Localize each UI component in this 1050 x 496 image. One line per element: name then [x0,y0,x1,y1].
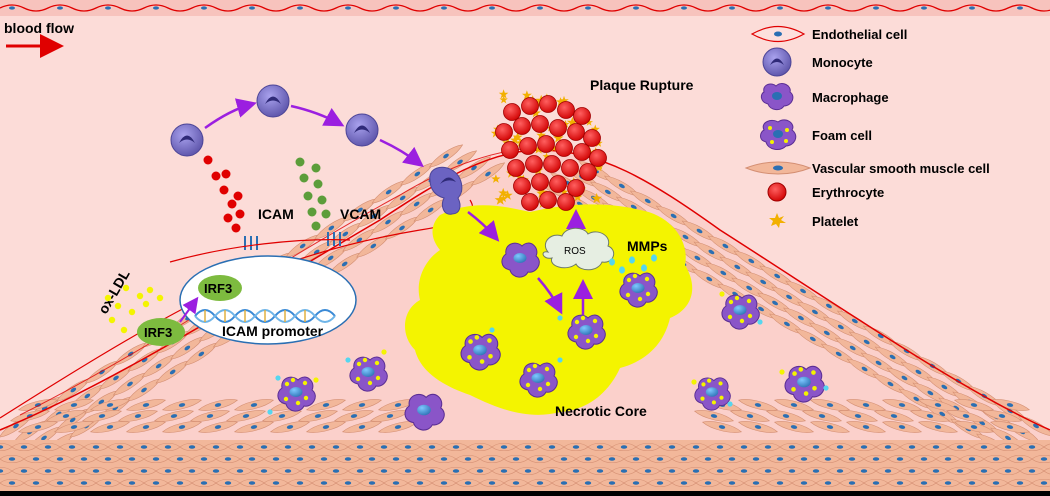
foam-cell [784,365,825,403]
foam-cell [277,376,316,412]
icam-label: ICAM [258,206,294,222]
foam-cell [460,333,501,371]
foam-cell [694,377,731,411]
foam-cell [349,356,388,392]
vcam-molecules [295,157,331,231]
mmps-label: MMPs [627,238,668,254]
macrophage [404,393,445,431]
foam-cell [519,362,558,398]
migration-arrows [204,98,593,318]
monocyte-transmigrating [429,166,463,215]
blood-flow-indicator: blood flow [4,20,74,58]
vcam-label: VCAM [340,206,381,222]
legend-label-erythrocyte: Erythrocyte [812,185,884,200]
legend-vsmc-symbol [744,161,812,175]
top-endothelium [0,0,1050,16]
monocyte-1 [170,123,204,157]
legend-erythrocyte-symbol [767,182,787,202]
vcam-receptor [327,232,341,246]
erythrocyte-cluster [495,95,607,211]
macrophage [501,242,540,278]
foam-cell [619,272,658,308]
legend-macrophage-symbol [760,83,794,111]
legend-platelet-symbol [769,213,786,228]
icam-promoter-label: ICAM promoter [222,323,324,339]
legend-monocyte-symbol [762,47,792,77]
legend-label-vsmc: Vascular smooth muscle cell [812,161,990,176]
irf3-nuclear: IRF3 [198,275,242,301]
foam-cell [721,294,760,330]
legend-label-monocyte: Monocyte [812,55,873,70]
monocyte-3 [345,113,379,147]
monocyte-2 [256,84,290,118]
dna-helix [194,309,336,323]
plaque-rupture-label: Plaque Rupture [590,77,694,93]
legend-label-platelet: Platelet [812,214,859,229]
macrophages-and-foam-cells [267,242,829,431]
legend-label-foam: Foam cell [812,128,872,143]
legend-endothelial-symbol [750,25,806,43]
ox-ldl-particles [104,284,164,334]
icam-molecules [203,155,245,233]
legend: Endothelial cell Monocyte Macrophage Foa… [744,25,990,229]
legend-foam-symbol [760,119,797,150]
blood-flow-label: blood flow [4,20,74,36]
ros-cloud: ROS [542,227,615,271]
foam-cell [567,314,606,350]
irf3-cytoplasmic: IRF3 [137,318,185,346]
ros-label: ROS [564,246,586,257]
svg-text:IRF3: IRF3 [204,281,232,296]
svg-text:IRF3: IRF3 [144,325,172,340]
legend-label-endothelial: Endothelial cell [812,27,907,42]
legend-label-macrophage: Macrophage [812,90,889,105]
necrotic-core-label: Necrotic Core [555,403,647,419]
media-smooth-muscle-cells [0,442,1050,488]
icam-receptor [244,236,258,250]
